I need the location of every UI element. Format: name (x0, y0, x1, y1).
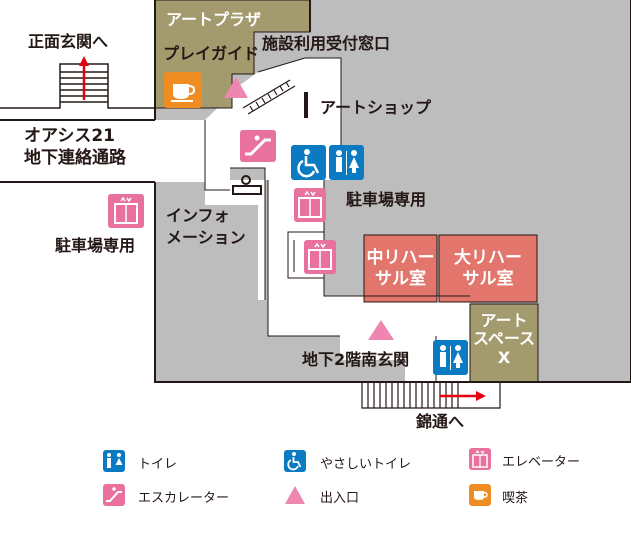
rehearsal-large-line2: サル室 (462, 269, 514, 290)
rehearsal-room-large (438, 234, 538, 303)
rehearsal-large-label: 大リハー サル室 (439, 248, 537, 291)
legend-entrance-icon (285, 486, 305, 504)
rehearsal-room-middle (363, 234, 438, 303)
main-entrance-stairs (0, 63, 155, 109)
parking-label-right: 駐車場専用 (346, 190, 427, 209)
oasis-corridor-lines (0, 119, 155, 183)
oasis-label-2: 地下連絡通路 (24, 148, 126, 168)
information-desk (232, 175, 262, 195)
art-space-label: アート スペース X (470, 311, 538, 367)
escalator-stairs (242, 79, 296, 115)
main-entrance-arrowhead (79, 56, 89, 66)
escalator-icon (240, 130, 276, 162)
rehearsal-large-line1: 大リハー (454, 248, 522, 268)
south-entrance-label: 地下2階南玄関 (302, 350, 410, 369)
legend-cafe-label: 喫茶 (502, 491, 529, 506)
art-shop-label: アートショップ (320, 98, 432, 117)
legend-toilet-label: トイレ (138, 457, 178, 472)
legend-escalator-label: エスカレーター (138, 491, 230, 506)
art-space-line1: アート (480, 311, 528, 330)
art-space-line2: スペース (472, 329, 536, 349)
elevator-icon (304, 240, 336, 274)
elevator-icon (108, 194, 144, 228)
play-guide-label: プレイガイド (163, 44, 260, 63)
legend-entrance-label: 出入口 (320, 491, 360, 506)
nishiki-arrowhead (476, 391, 486, 401)
nishiki-label: 錦通へ (416, 412, 465, 431)
building-outline (154, 0, 631, 383)
legend-escalator-icon (103, 484, 125, 506)
oasis-label-1: オアシス21 (24, 126, 115, 146)
art-space-line3: X (497, 347, 511, 367)
parking-label-left: 駐車場専用 (55, 236, 136, 255)
toilet-icon (433, 340, 468, 375)
information-label-2: メーション (166, 228, 246, 247)
legend-accessible-toilet-icon (284, 450, 306, 472)
accessible-toilet-icon (291, 145, 326, 180)
entrance-triangle-south (368, 320, 394, 340)
information-label-1: インフォ (166, 206, 230, 225)
elevator-icon (294, 188, 326, 222)
rehearsal-middle-line2: サル室 (375, 269, 426, 290)
legend-elevator-label: エレベーター (502, 455, 581, 470)
main-entrance-label: 正面玄関へ (28, 32, 109, 51)
art-shop-counter (304, 92, 308, 118)
entrance-triangle-upper (224, 77, 248, 98)
legend-elevator-icon (469, 448, 491, 470)
legend-cafe-icon (469, 484, 491, 506)
legend-accessible-toilet-label: やさしいトイレ (320, 457, 412, 472)
rehearsal-middle-line1: 中リハー (366, 248, 435, 268)
art-plaza-label: アートプラザ (166, 10, 262, 29)
cafe-icon (164, 72, 202, 108)
legend-toilet-icon (103, 450, 125, 472)
toilet-icon (329, 145, 364, 180)
facility-window-label: 施設利用受付窓口 (262, 34, 391, 53)
rehearsal-middle-label: 中リハー サル室 (364, 248, 437, 291)
